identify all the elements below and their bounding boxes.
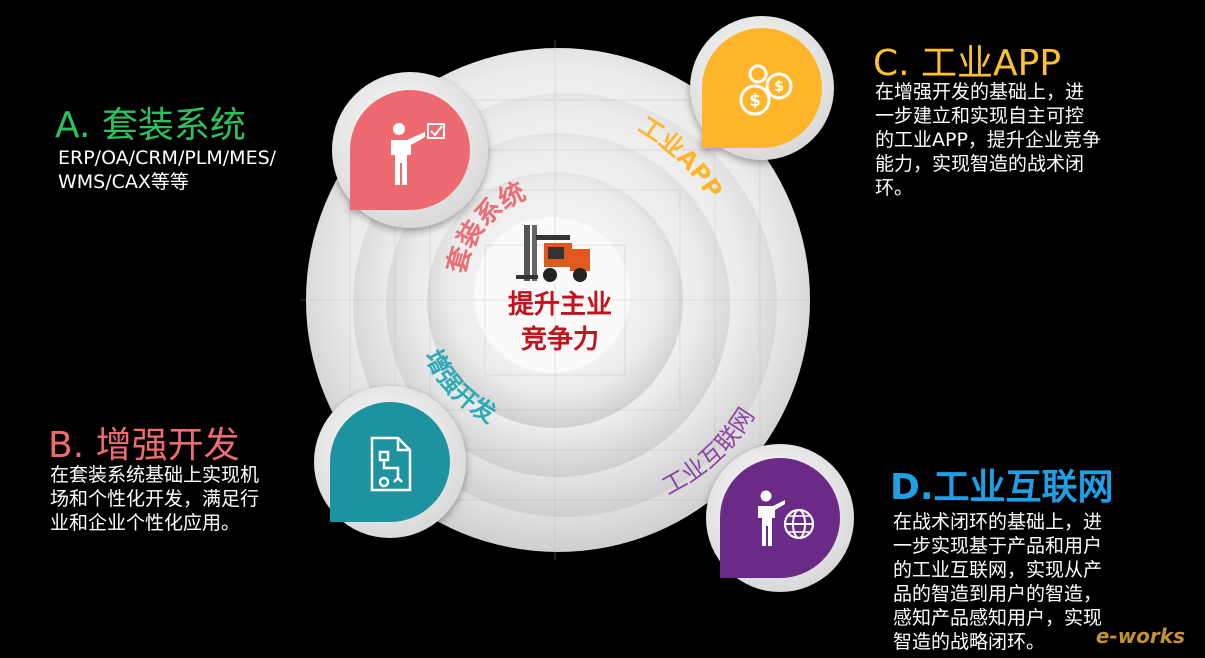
section-b-line: 在套装系统基础上实现机 [50, 464, 260, 486]
section-c-line: 能力，实现智造的战术闭 [875, 153, 1085, 175]
badge-b [314, 386, 466, 538]
section-a-desc: ERP/OA/CRM/PLM/MES/ WMS/CAX等等 [58, 146, 276, 194]
section-a-title: A. 套装系统 [55, 105, 246, 146]
svg-text:$: $ [749, 91, 761, 111]
section-d-line: 感知产品感知用户，实现 [893, 607, 1103, 629]
center-text-line1: 提升主业 [508, 290, 612, 320]
section-a-line: WMS/CAX等等 [58, 171, 189, 193]
dollar-coins-icon: $ $ [739, 64, 793, 116]
section-d-line: 的工业互联网，实现从产 [893, 559, 1103, 581]
section-b-line: 场和个性化开发，满足行 [50, 488, 260, 510]
section-d-title: D.工业互联网 [890, 467, 1114, 508]
watermark-logo: e-works [1095, 624, 1185, 648]
section-c-line: 一步建立和实现自主可控 [875, 105, 1085, 127]
section-c-line: 在增强开发的基础上，进 [875, 81, 1085, 103]
section-b-title: B. 增强开发 [48, 425, 240, 466]
presenter-globe-icon [758, 490, 815, 546]
section-d-line: 智造的战略闭环。 [893, 631, 1046, 653]
section-b-desc: 在套装系统基础上实现机 场和个性化开发，满足行 业和企业个性化应用。 [50, 463, 259, 535]
svg-text:$: $ [774, 79, 784, 95]
section-d-desc: 在战术闭环的基础上，进 一步实现基于产品和用户 的工业互联网，实现从产 品的智造… [893, 510, 1102, 654]
section-b-line: 业和企业个性化应用。 [50, 512, 241, 534]
guide-lines [300, 40, 810, 560]
section-c-title: C. 工业APP [873, 43, 1062, 84]
center-text-line2: 竞争力 [521, 324, 599, 355]
section-d-line: 品的智造到用户的智造， [893, 583, 1103, 605]
section-d-line: 一步实现基于产品和用户 [893, 535, 1103, 557]
presenter-checklist-icon [391, 123, 445, 185]
section-c-line: 的工业APP，提升企业竞争 [875, 129, 1101, 151]
forklift-icon [516, 225, 590, 282]
badge-d [706, 444, 854, 592]
section-c-desc: 在增强开发的基础上，进 一步建立和实现自主可控 的工业APP，提升企业竞争 能力… [875, 80, 1101, 200]
workflow-document-icon [370, 436, 412, 492]
section-a-line: ERP/OA/CRM/PLM/MES/ [58, 147, 277, 169]
ring-center [474, 217, 630, 373]
section-c-line: 环。 [875, 177, 914, 199]
section-d-line: 在战术闭环的基础上，进 [893, 511, 1103, 533]
